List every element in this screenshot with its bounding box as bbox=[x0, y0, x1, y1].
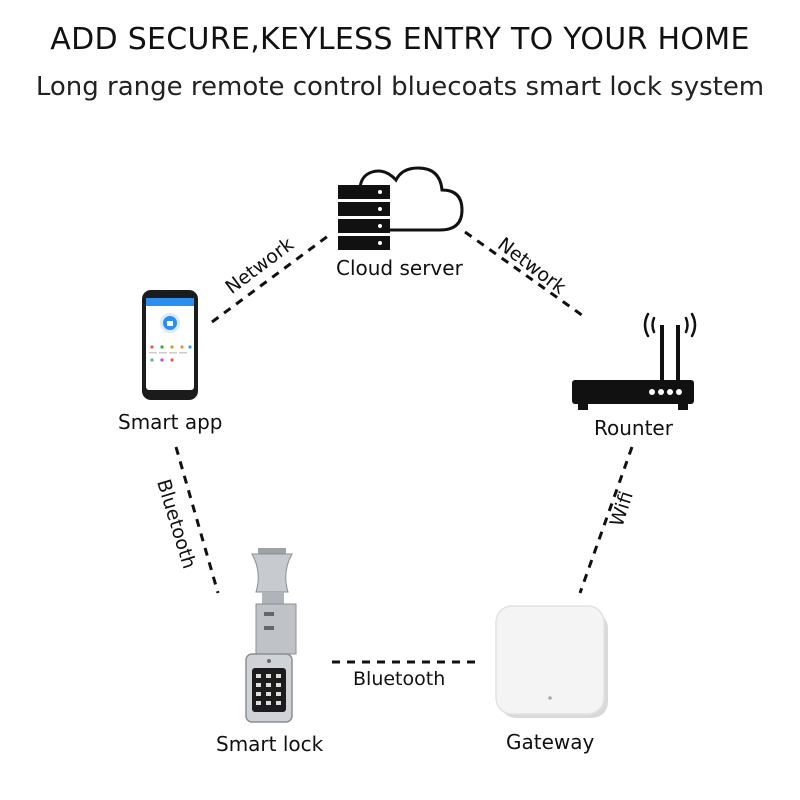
connector-label-lock-gateway: Bluetooth bbox=[353, 668, 445, 690]
smartphone-icon bbox=[142, 290, 198, 400]
router-icon bbox=[572, 314, 695, 410]
gateway-icon bbox=[496, 606, 608, 718]
gateway-label: Gateway bbox=[506, 730, 594, 754]
cloud-server-label: Cloud server bbox=[336, 256, 463, 280]
smart-lock-label: Smart lock bbox=[216, 732, 323, 756]
cloud-server-icon bbox=[338, 168, 462, 250]
router-label: Rounter bbox=[594, 416, 673, 440]
smart-app-label: Smart app bbox=[118, 410, 223, 434]
smart-lock-icon bbox=[246, 548, 296, 722]
